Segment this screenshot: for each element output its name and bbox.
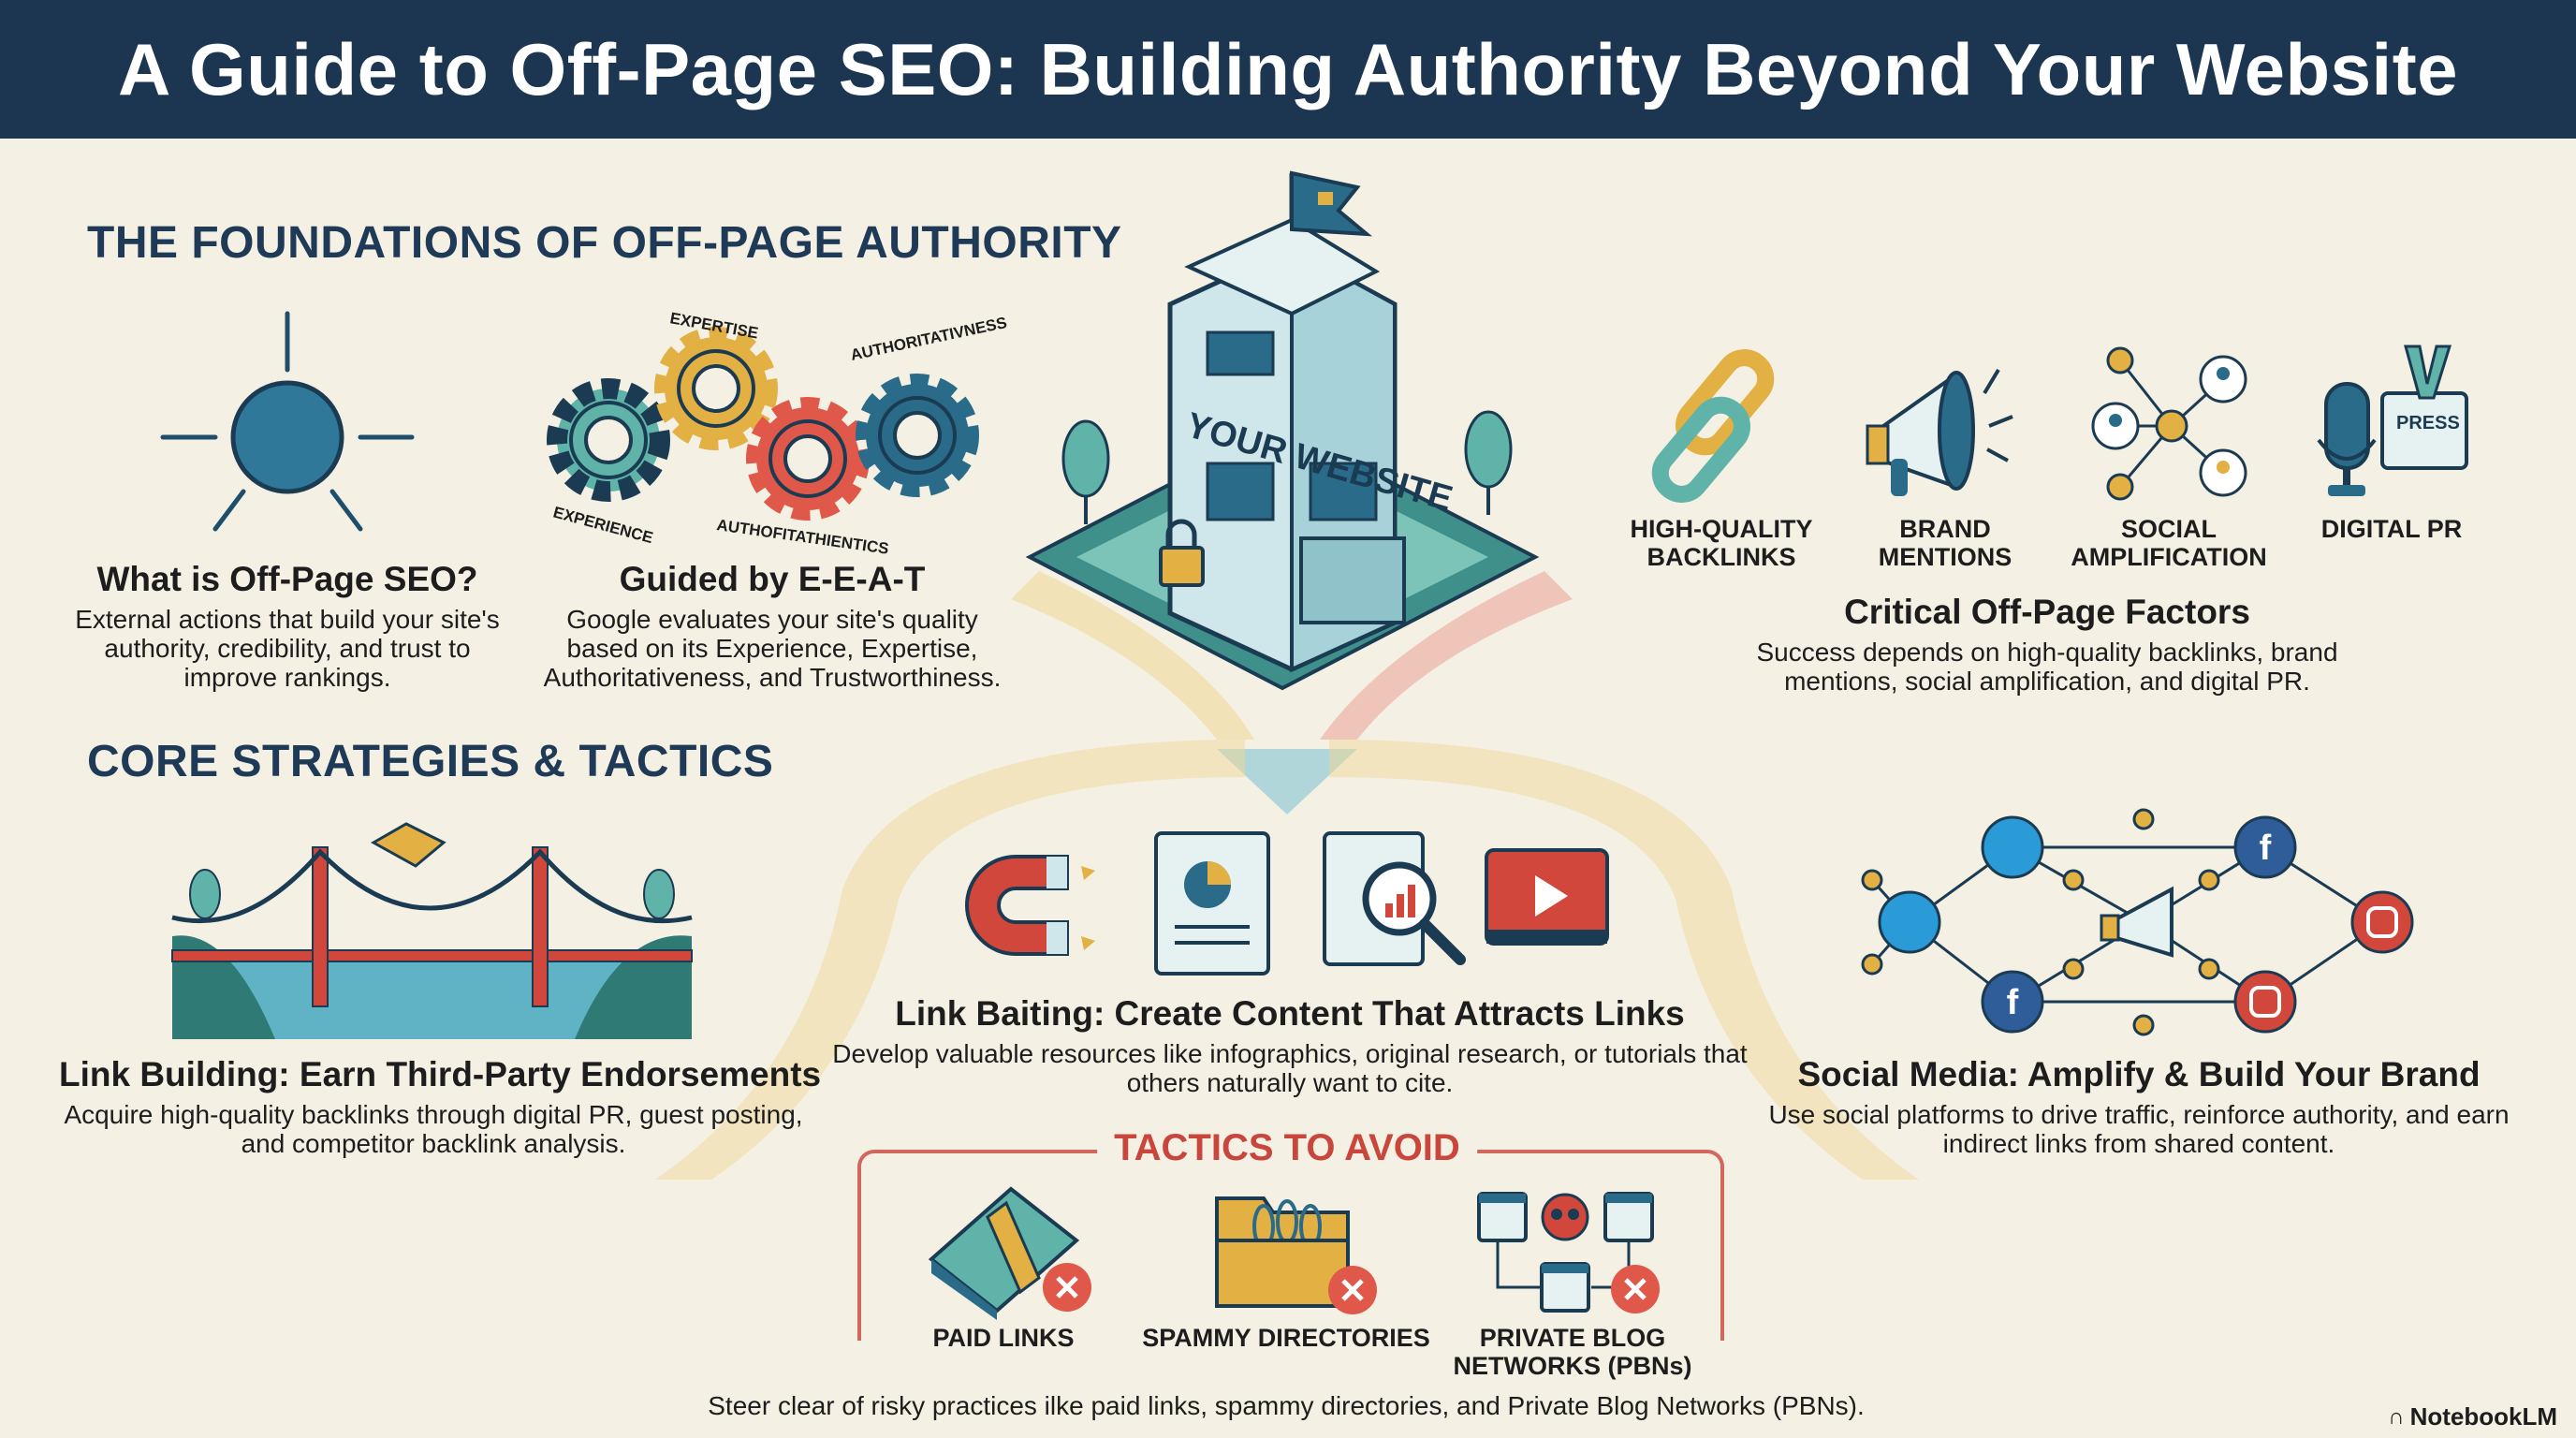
skull-network-icon (1477, 1192, 1660, 1313)
factors-card: Critical Off-Page Factors Success depend… (1748, 593, 2347, 696)
eeat-desc: Google evaluates your site's quality bas… (543, 605, 1002, 692)
page-title: A Guide to Off-Page SEO: Building Author… (117, 27, 2459, 110)
eeat-title: Guided by E-E-A-T (619, 560, 926, 598)
avoid-desc: Steer clear of risky practices ilke paid… (708, 1391, 1865, 1420)
what-is-desc: External actions that build your site's … (75, 605, 500, 692)
folder-links-icon (1215, 1196, 1377, 1314)
factors-title: Critical Off-Page Factors (1844, 593, 2250, 631)
strategies-heading: CORE STRATEGIES & TACTICS (87, 737, 774, 786)
chain-link-icon (1651, 349, 1775, 503)
factor-label-backlinks: HIGH-QUALITY BACKLINKS (1630, 515, 1813, 571)
eeat-card: Guided by E-E-A-T Google evaluates your … (538, 560, 1006, 692)
social-title: Social Media: Amplify & Build Your Brand (1797, 1055, 2481, 1093)
gear-label-authoritativness: AUTHORITATIVNESS (849, 314, 1009, 364)
social-card: Social Media: Amplify & Build Your Brand… (1746, 1055, 2532, 1158)
social-network-icon: ff (1861, 808, 2414, 1036)
microphone-press-badge-icon: PRESS (2317, 345, 2468, 496)
eeat-gears-icon: EXPERIENCE EXPERTISE AUTHOFITATHIENTICS … (547, 309, 1009, 558)
factor-label-digital-pr: DIGITAL PR (2320, 515, 2463, 543)
magnet-icon (965, 855, 1095, 956)
video-player-icon (1485, 848, 1609, 946)
avoid-label-spammy-directories: SPAMMY DIRECTORIES (1142, 1324, 1430, 1352)
infographic-document-icon (1154, 831, 1270, 976)
svg-text:f: f (2260, 829, 2272, 868)
sun-icon (160, 311, 415, 532)
factor-label-social-amplification: SOCIAL AMPLIFICATION (2071, 515, 2267, 571)
what-is-card: What is Off-Page SEO? External actions t… (63, 560, 512, 692)
link-baiting-desc: Develop valuable resources like infograp… (832, 1039, 1748, 1097)
press-badge-text: PRESS (2396, 413, 2460, 433)
link-baiting-title: Link Baiting: Create Content That Attrac… (895, 994, 1685, 1033)
foundations-heading: THE FOUNDATIONS OF OFF-PAGE AUTHORITY (87, 218, 1122, 268)
money-stack-icon (928, 1186, 1091, 1320)
gear-label-experience: EXPERIENCE (551, 504, 655, 548)
website-building-icon: YOUR WEBSITE (1025, 170, 1540, 691)
factors-desc: Success depends on high-quality backlink… (1756, 638, 2338, 696)
notebooklm-logo: ∩ NotebookLM (2388, 1402, 2557, 1431)
avoid-label-pbns: PRIVATE BLOG NETWORKS (PBNs) (1453, 1324, 1692, 1380)
what-is-title: What is Off-Page SEO? (96, 560, 478, 598)
avoid-title: TACTICS TO AVOID (1097, 1127, 1477, 1169)
megaphone-icon (1866, 368, 2013, 496)
link-building-desc: Acquire high-quality backlinks through d… (64, 1100, 803, 1158)
research-magnifier-icon (1323, 831, 1466, 966)
link-baiting-card: Link Baiting: Create Content That Attrac… (831, 994, 1749, 1097)
bridge-handshake-icon (171, 822, 693, 1039)
header-bar: A Guide to Off-Page SEO: Building Author… (0, 0, 2576, 139)
network-icon (2091, 346, 2247, 501)
link-building-card: Link Building: Earn Third-Party Endorsem… (59, 1055, 822, 1158)
social-desc: Use social platforms to drive traffic, r… (1768, 1100, 2510, 1158)
svg-text:f: f (2007, 983, 2019, 1022)
link-building-title: Link Building: Earn Third-Party Endorsem… (59, 1055, 822, 1093)
factor-label-brand-mentions: BRAND MENTIONS (1878, 515, 2012, 571)
notebooklm-brand: NotebookLM (2409, 1402, 2557, 1431)
avoid-label-paid-links: PAID LINKS (932, 1324, 1075, 1352)
notebooklm-icon: ∩ (2388, 1403, 2405, 1430)
